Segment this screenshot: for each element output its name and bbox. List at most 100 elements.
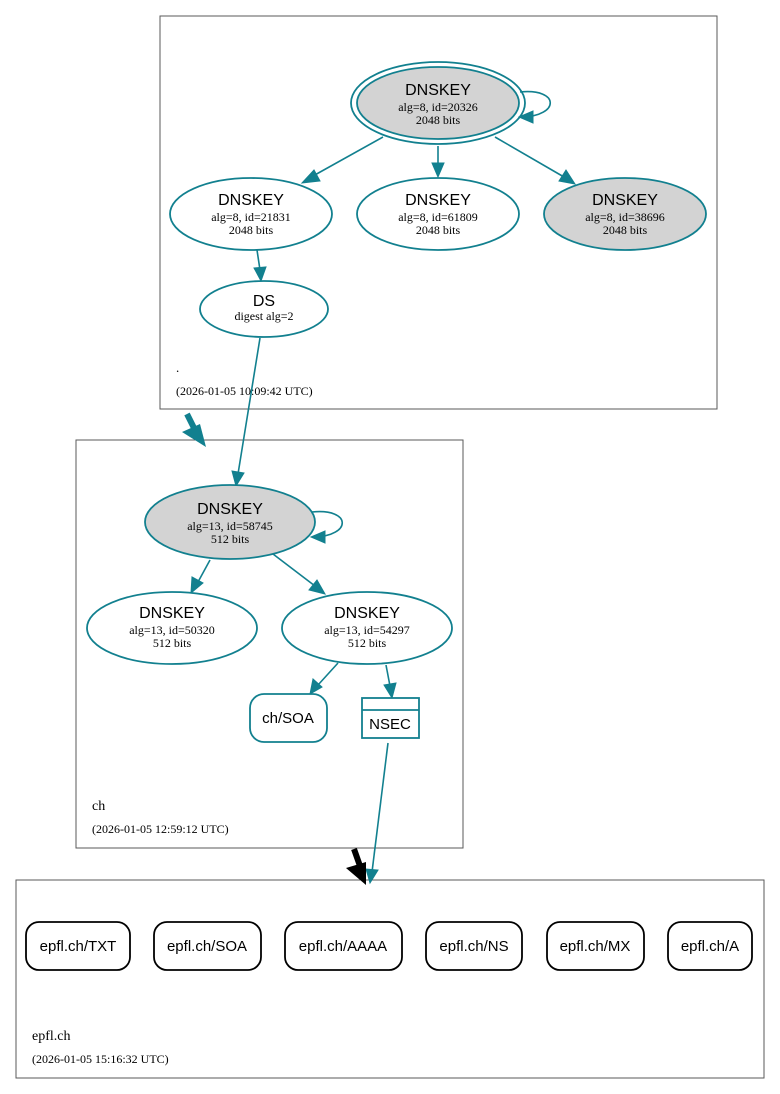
root-zsk1-node: DNSKEY alg=8, id=21831 2048 bits [169, 177, 333, 251]
rrset-label: epfl.ch/AAAA [299, 938, 387, 955]
edge-root-zsk1-to-ds [256, 249, 261, 271]
node-ellipse [86, 591, 258, 665]
root-zsk2-node: DNSKEY alg=8, id=61809 2048 bits [356, 177, 520, 251]
edge-ch-ksk-to-zsk1 [197, 559, 211, 583]
ch-zsk2-node: DNSKEY alg=13, id=54297 512 bits [281, 591, 453, 665]
rrset-box [249, 693, 328, 743]
node-title: DNSKEY [139, 605, 205, 622]
rrset-label: ch/SOA [262, 710, 314, 727]
zone-root-label: . [176, 360, 179, 375]
epfl-records: epfl.ch/TXT epfl.ch/SOA epfl.ch/AAAA epf… [25, 921, 753, 971]
delegation-arrowhead-ch-to-epfl [346, 862, 366, 885]
node-ellipse [356, 177, 520, 251]
arrowhead [558, 169, 577, 185]
epfl-txt-node: epfl.ch/TXT [25, 921, 131, 971]
edge-ds-to-ch-ksk [237, 337, 261, 475]
delegation-arrowhead-root-to-ch [182, 424, 206, 447]
edge-ch-ksk-to-zsk2 [272, 553, 316, 587]
nsec-label: NSEC [369, 716, 411, 733]
node-detail: alg=13, id=58745 [187, 519, 273, 533]
arrowhead [308, 579, 327, 595]
arrowhead [365, 868, 379, 885]
epfl-aaaa-node: epfl.ch/AAAA [284, 921, 403, 971]
arrowhead [300, 169, 321, 184]
arrowhead [431, 162, 445, 179]
rrset-label: epfl.ch/TXT [40, 938, 117, 955]
rrset-box [284, 921, 403, 971]
node-detail: 512 bits [211, 532, 250, 546]
node-detail: alg=8, id=20326 [398, 100, 478, 114]
node-detail: 512 bits [348, 636, 387, 650]
node-detail: 2048 bits [603, 223, 648, 237]
edge-ch-zsk2-to-nsec [385, 664, 391, 687]
root-ksk-node: DNSKEY alg=8, id=20326 2048 bits [350, 61, 526, 145]
node-title: DNSKEY [334, 605, 400, 622]
zone-root-timestamp: (2026-01-05 10:09:42 UTC) [176, 384, 313, 398]
node-detail: alg=8, id=21831 [211, 210, 291, 224]
edge-nsec-to-epfl [371, 742, 389, 873]
arrowhead [517, 110, 534, 124]
node-ellipse [144, 484, 316, 560]
edge-root-ksk-to-zsk3 [494, 136, 565, 178]
node-title: DNSKEY [405, 192, 471, 209]
node-detail: 512 bits [153, 636, 192, 650]
ds-node: DS digest alg=2 [199, 280, 329, 338]
arrowhead [190, 576, 204, 595]
delegation-ch-to-epfl [351, 848, 363, 867]
node-title: DNSKEY [218, 192, 284, 209]
rrset-box [153, 921, 262, 971]
node-detail: alg=13, id=54297 [324, 623, 410, 637]
node-detail: 2048 bits [416, 113, 461, 127]
node-ellipse [356, 66, 520, 140]
edge-ch-zsk2-to-soa [317, 662, 339, 686]
rrset-label: epfl.ch/SOA [167, 938, 247, 955]
rrset-box [546, 921, 645, 971]
node-title: DNSKEY [592, 192, 658, 209]
zone-ch-label: ch [92, 799, 105, 814]
node-title: DNSKEY [405, 82, 471, 99]
epfl-a-node: epfl.ch/A [667, 921, 753, 971]
node-detail: 2048 bits [416, 223, 461, 237]
rrset-label: epfl.ch/MX [560, 938, 631, 955]
node-detail: alg=8, id=38696 [585, 210, 665, 224]
arrowhead [383, 682, 397, 700]
zone-epfl-label: epfl.ch [32, 1029, 70, 1044]
arrowhead [309, 678, 323, 695]
ch-soa-node: ch/SOA [249, 693, 328, 743]
epfl-ns-node: epfl.ch/NS [425, 921, 523, 971]
ch-nsec-node: NSEC [361, 697, 420, 739]
nsec-box [361, 697, 420, 739]
epfl-soa-node: epfl.ch/SOA [153, 921, 262, 971]
edge-ch-ksk-selfsign [311, 510, 343, 538]
zone-epfl-timestamp: (2026-01-05 15:16:32 UTC) [32, 1052, 169, 1066]
zone-root-box [159, 15, 718, 410]
ch-zsk1-node: DNSKEY alg=13, id=50320 512 bits [86, 591, 258, 665]
rrset-box [425, 921, 523, 971]
node-detail: alg=13, id=50320 [129, 623, 215, 637]
rrset-label: epfl.ch/A [681, 938, 739, 955]
ch-ksk-node: DNSKEY alg=13, id=58745 512 bits [144, 484, 316, 560]
root-zsk3-node: DNSKEY alg=8, id=38696 2048 bits [543, 177, 707, 251]
rrset-box [667, 921, 753, 971]
zone-ch-timestamp: (2026-01-05 12:59:12 UTC) [92, 822, 229, 836]
node-title: DS [253, 293, 275, 310]
arrowhead [231, 470, 245, 488]
zone-ch-box [75, 439, 464, 849]
rrset-box [25, 921, 131, 971]
node-detail: digest alg=2 [234, 309, 293, 323]
node-detail: alg=8, id=61809 [398, 210, 478, 224]
node-ellipse [281, 591, 453, 665]
node-ellipse [199, 280, 329, 338]
node-ellipse [169, 177, 333, 251]
epfl-mx-node: epfl.ch/MX [546, 921, 645, 971]
node-ellipse [543, 177, 707, 251]
arrowhead [253, 266, 267, 283]
zone-epfl-box [15, 879, 765, 1079]
arrowhead [309, 530, 326, 544]
node-detail: 2048 bits [229, 223, 274, 237]
node-title: DNSKEY [197, 501, 263, 518]
edge-root-ksk-to-zsk1 [312, 136, 384, 177]
rrset-label: epfl.ch/NS [439, 938, 508, 955]
node-outer-ring [350, 61, 526, 145]
